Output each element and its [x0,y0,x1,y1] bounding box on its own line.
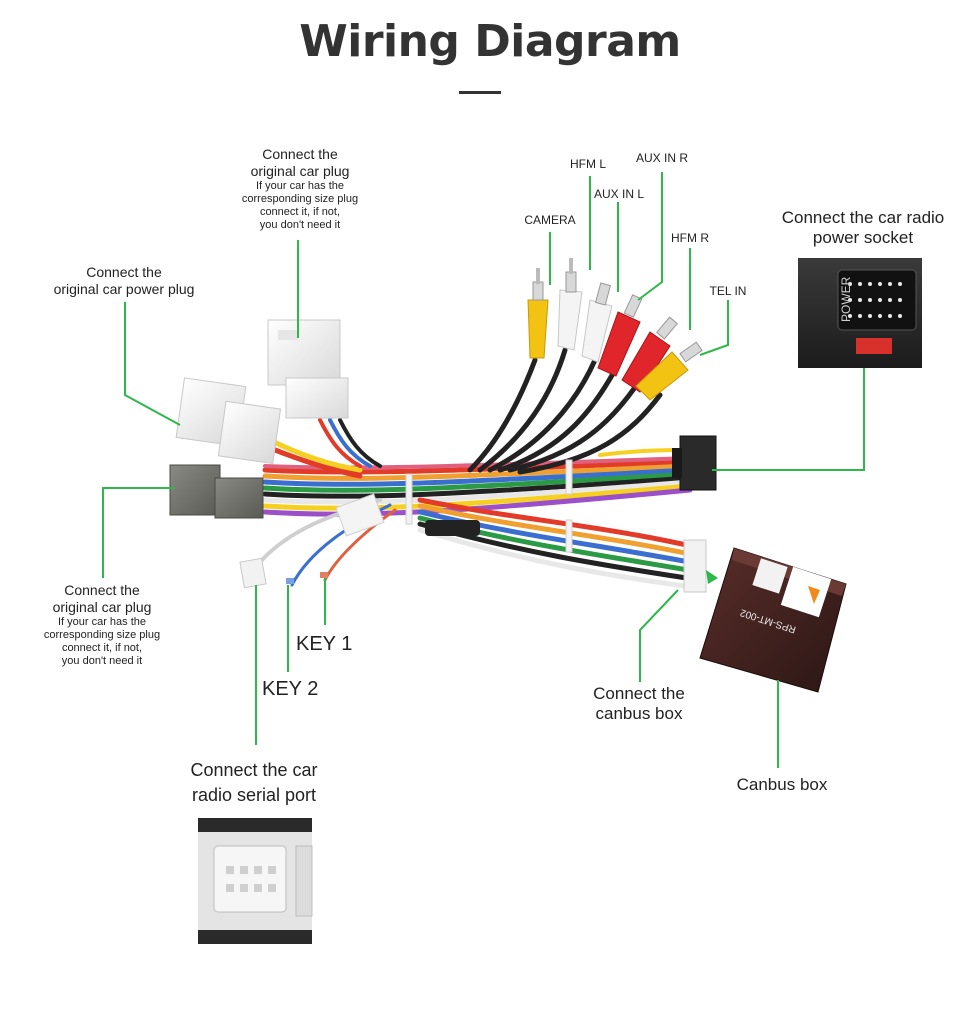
canbus-arrow-icon [706,570,718,584]
label-camera: CAMERA [524,213,576,227]
label-key-1: KEY 1 [296,633,353,655]
label-original-car-power-plug: Connect the original car power plug [32,264,216,298]
label-line: original car plug [52,598,152,615]
label-line: radio serial port [191,784,317,805]
label-radio-power-socket: Connect the car radio power socket [760,208,966,249]
original-car-plug-top [267,319,349,419]
label-aux-in-l: AUX IN L [593,187,644,201]
label-line: Connect the [262,146,338,162]
serial-port-connector [239,557,328,589]
label-line: Connect the car [190,760,318,780]
label-line: original car power plug [53,280,195,297]
label-key-2: KEY 2 [262,678,319,700]
label-line: power socket [812,228,914,248]
label-line: Connect the [64,582,140,598]
label-line: Connect the [86,264,162,280]
label-subline: corresponding size plug [43,628,161,641]
leader-orig-plug-left [102,487,175,578]
canbus-connector [683,539,707,593]
label-original-car-plug-top: Connect the original car plug If your ca… [226,146,374,232]
label-hfm-l: HFM L [570,157,606,171]
label-line: Connect the [593,684,685,703]
radio-power-connector [672,435,717,491]
rca-aux-r-red [597,294,643,377]
canbus-box: RPS-MT-002 [699,547,847,693]
rca-hfm-r-red [621,316,678,393]
leader-orig-power-plug [124,302,181,426]
rca-tel-in-yellow [635,341,703,401]
label-line: canbus box [595,704,683,724]
power-socket-photo: POWER [798,258,922,368]
label-subline: connect it, if not, [259,205,341,218]
label-serial-port: Connect the car radio serial port [166,760,342,806]
label-subline: If your car has the [57,615,147,628]
serial-port-photo [198,818,313,944]
label-subline: you don't need it [259,219,341,232]
original-car-power-plug [175,377,282,465]
leader-canbus-connect [639,589,679,682]
label-line: Connect the car radio [781,208,945,227]
label-aux-in-r: AUX IN R [635,151,688,165]
page-title: Wiring Diagram [299,16,681,67]
power-label-text: POWER [839,276,853,322]
label-subline: connect it, if not, [61,641,143,654]
label-subline: you don't need it [61,655,143,668]
label-canbus-box: Canbus box [736,775,828,794]
title-underline [459,91,501,94]
label-subline: If your car has the [255,179,345,192]
leader-lines [102,172,865,768]
leader-aux-r [637,172,663,301]
label-original-car-plug-left: Connect the original car plug If your ca… [30,582,174,668]
rca-aux-l-white [581,282,613,363]
leader-radio-power [712,368,865,471]
rca-hfm-l-white [557,258,583,351]
wire-bundle [260,347,703,591]
original-car-plug-gray [169,464,264,519]
label-hfm-r: HFM R [671,231,709,245]
leader-tel-in [699,300,729,356]
label-subline: corresponding size plug [241,192,359,205]
label-line: original car plug [250,162,350,179]
label-connect-canbus-box: Connect the canbus box [574,684,704,725]
rca-camera-yellow [527,268,549,359]
label-tel-in: TEL IN [709,284,747,298]
